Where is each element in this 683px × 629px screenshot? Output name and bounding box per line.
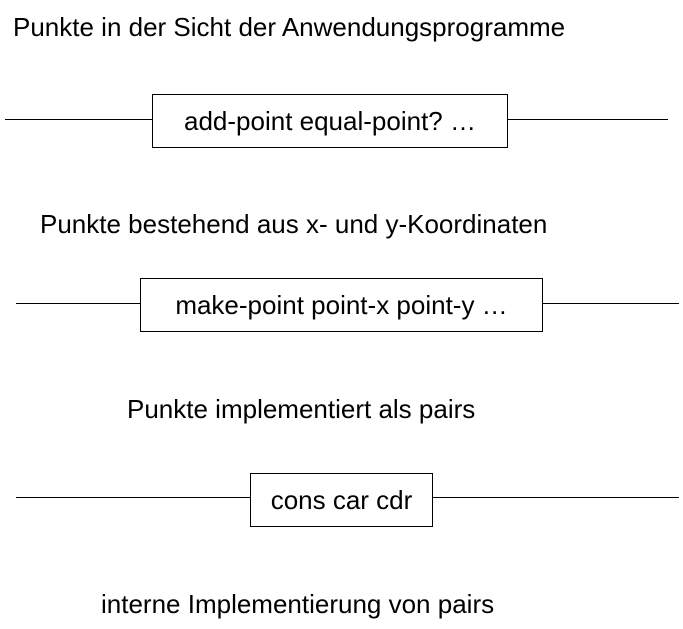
- barrier-line-right-2: [542, 303, 679, 304]
- layer-label-pairs: Punkte implementiert als pairs: [127, 394, 476, 424]
- layer-label-coordinates: Punkte bestehend aus x- und y-Koordinate…: [40, 209, 548, 239]
- barrier-line-right-3: [432, 497, 679, 498]
- barrier-line-right-1: [507, 119, 668, 120]
- barrier-box-pair-primitives: cons car cdr: [250, 473, 433, 527]
- barrier-line-left-2: [16, 303, 141, 304]
- barrier-box-constructor-selectors: make-point point-x point-y …: [140, 278, 543, 332]
- layer-label-internal-pairs: interne Implementierung von pairs: [101, 589, 495, 619]
- barrier-box-point-operations: add-point equal-point? …: [152, 94, 508, 148]
- barrier-line-left-3: [16, 497, 251, 498]
- barrier-line-left-1: [5, 119, 153, 120]
- layer-label-application-view: Punkte in der Sicht der Anwendungsprogra…: [13, 12, 566, 42]
